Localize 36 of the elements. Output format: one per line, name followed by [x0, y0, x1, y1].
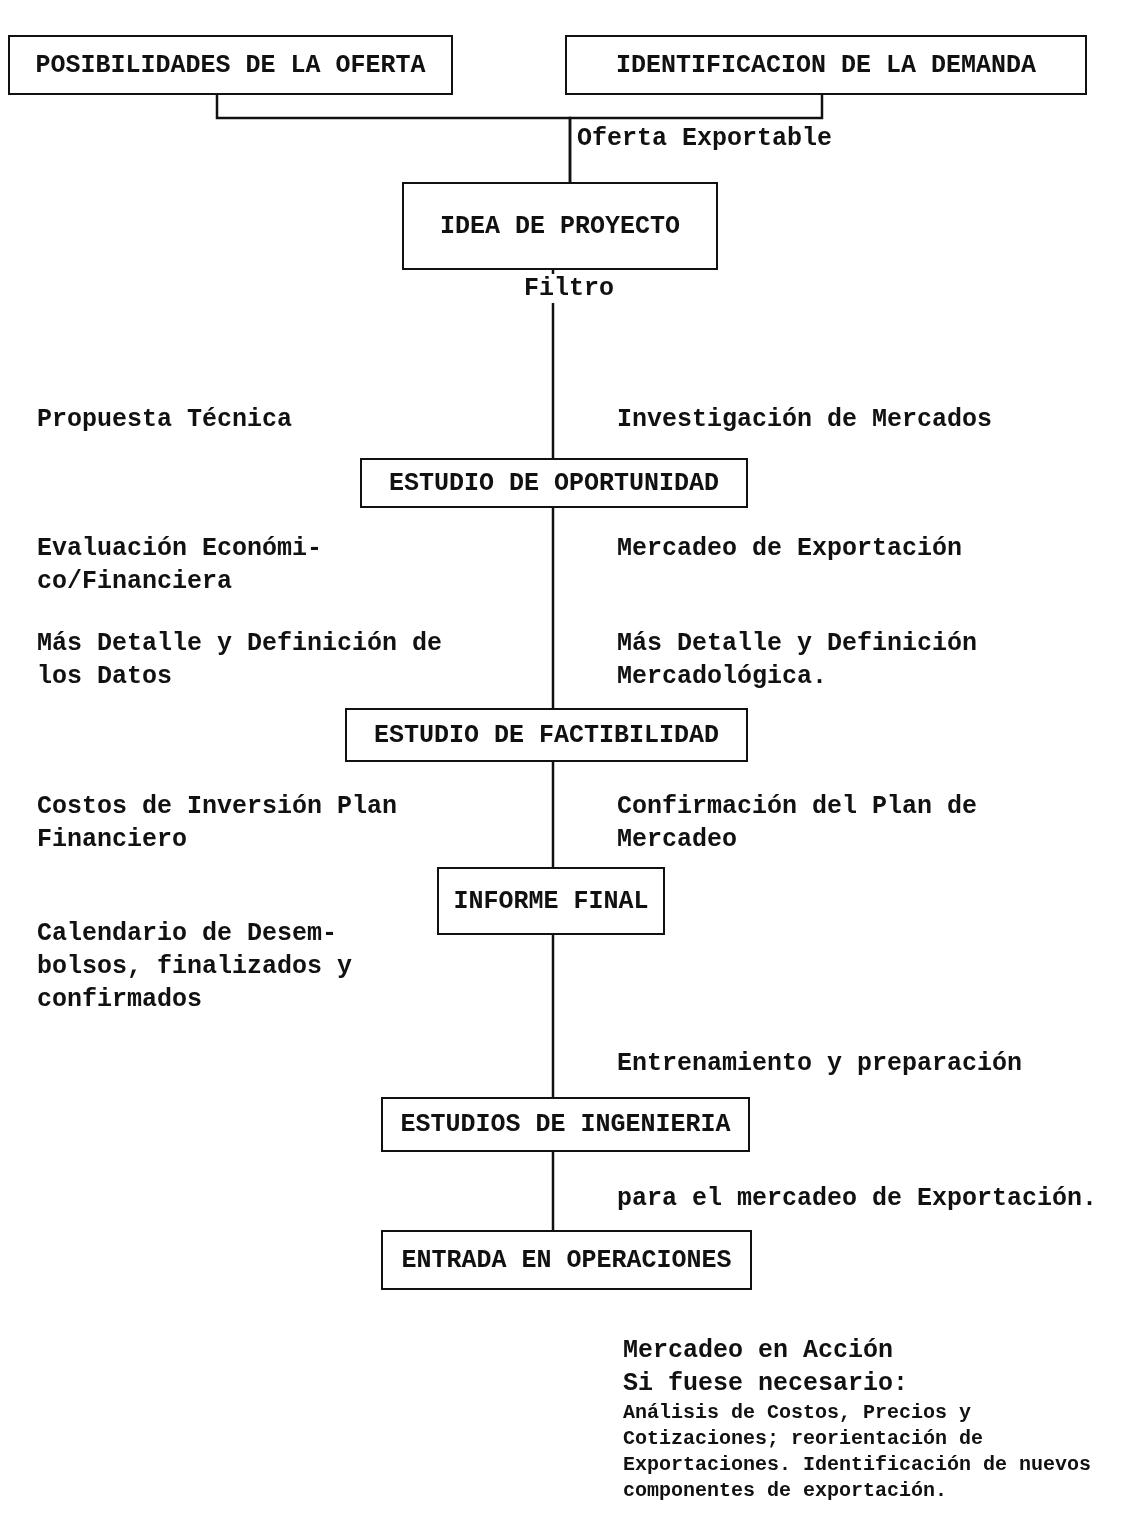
- annotation-text: Investigación de Mercados: [617, 404, 994, 436]
- annotation-text: Más Detalle y Definición de los Datos: [37, 628, 444, 693]
- annotation-text: Confirmación del Plan de Mercadeo: [617, 791, 979, 856]
- connector-line: [551, 935, 555, 1097]
- connector-line: [568, 95, 824, 182]
- process-box: [360, 458, 748, 508]
- connector-line: [551, 762, 555, 867]
- box-label: INFORME FINAL: [453, 886, 649, 916]
- box-label: ESTUDIO DE FACTIBILIDAD: [373, 720, 720, 750]
- process-box: [381, 1097, 750, 1152]
- box-label: POSIBILIDADES DE LA OFERTA: [35, 50, 426, 80]
- annotation-text: Evaluación Económi- co/Financiera: [37, 533, 324, 598]
- box-label: ESTUDIOS DE INGENIERIA: [400, 1110, 731, 1139]
- annotation-text: Si fuese necesario:: [623, 1368, 910, 1400]
- process-box: [437, 867, 665, 935]
- process-box: [402, 182, 718, 270]
- connector-line: [551, 1152, 555, 1230]
- annotation-text: Propuesta Técnica: [37, 404, 294, 436]
- process-box: [345, 708, 748, 762]
- process-box: [8, 35, 453, 95]
- annotation-text: Más Detalle y Definición Mercadológica.: [617, 628, 979, 693]
- process-box: [565, 35, 1087, 95]
- box-label: ESTUDIO DE OPORTUNIDAD: [388, 468, 720, 498]
- annotation-text: para el mercadeo de Exportación.: [617, 1183, 1099, 1215]
- process-box: [381, 1230, 752, 1290]
- annotation-text: Mercadeo de Exportación: [617, 533, 964, 565]
- note-text: Análisis de Costos, Precios y Cotizaciones; reorientación de Exportaciones. Identificación de nuevos componentes de exportación.: [623, 1400, 1093, 1504]
- annotation-text: Costos de Inversión Plan Financiero: [37, 791, 399, 856]
- annotation-text: Calendario de Desem- bolsos, finalizados y confirmados: [37, 918, 354, 1016]
- box-label: IDEA DE PROYECTO: [439, 211, 680, 241]
- box-label: IDENTIFICACION DE LA DEMANDA: [615, 50, 1037, 80]
- connector-label: Oferta Exportable: [577, 123, 833, 155]
- annotation-text: Mercadeo en Acción: [623, 1335, 895, 1367]
- box-label: ENTRADA EN OPERACIONES: [401, 1245, 732, 1275]
- annotation-text: Entrenamiento y preparación: [617, 1048, 1024, 1080]
- connector-line: [551, 508, 555, 708]
